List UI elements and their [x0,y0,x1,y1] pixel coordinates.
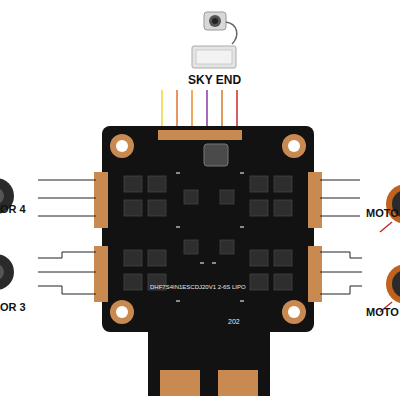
motor-label: OR 3 [0,302,26,313]
motor-label: MOTO [366,307,399,318]
motor-label: OR 4 [0,204,26,215]
board-silkscreen: 202 [228,318,240,325]
motor-wires [38,180,362,294]
board-silkscreen: DHF7S4IN1ESCDJ20V1 2-6S LIPO [150,284,246,290]
module-label: SKY END [188,74,241,86]
vtx-module [192,46,236,68]
camera [204,12,237,44]
motor-label: MOTO [366,208,399,219]
motors [0,178,400,312]
esc-board [94,126,322,396]
